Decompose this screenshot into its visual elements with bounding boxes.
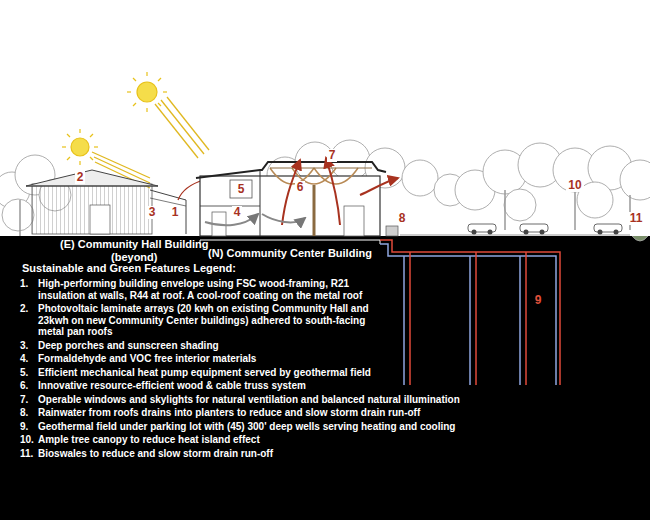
geothermal-pipes [380,240,560,385]
legend-title: Sustainable and Green Features Legend: [22,262,236,274]
callout-number: 7 [327,149,338,162]
callout-number: 8 [397,212,408,225]
air-arrows [205,214,305,225]
legend-text: Deep porches and sunscreen shading [38,340,393,352]
legend-text: Bioswales to reduce and slow storm drain… [38,448,628,460]
callout-number: 4 [232,206,243,219]
callout-number: 11 [628,212,645,225]
legend-text: Rainwater from roofs drains into planter… [38,407,628,419]
ventilation-arrows [282,158,398,225]
sun [62,72,167,165]
legend-text: Formaldehyde and VOC free interior mater… [38,353,393,365]
callout-number: 6 [295,181,306,194]
callout-number: 9 [533,294,544,307]
legend-text: High-performing building envelope using … [38,278,393,301]
legend-text: Ample tree canopy to reduce heat island … [38,434,628,446]
legend-number: 6. [20,380,28,392]
legend-number: 3. [20,340,28,352]
legend-text: Geothermal field under parking lot with … [38,421,628,433]
legend-text: Innovative resource-efficient wood & cab… [38,380,393,392]
callout-number: 1 [170,206,181,219]
legend-number: 11. [20,448,33,460]
community-center [196,162,398,236]
building-bracket [200,240,380,244]
legend-number: 1. [20,278,28,290]
building-label: (beyond) [111,251,157,263]
legend-number: 7. [20,394,28,406]
legend-number: 4. [20,353,28,365]
legend-number: 5. [20,367,28,379]
legend-number: 8. [20,407,28,419]
callout-number: 5 [236,183,247,196]
legend-text: Operable windows and skylights for natur… [38,394,628,406]
callout-number: 10 [566,179,583,192]
parking-lot [400,224,648,241]
callout-number: 2 [75,171,86,184]
legend-text: Efficient mechanical heat pump equipment… [38,367,393,379]
legend-number: 10. [20,434,34,446]
legend-number: 2. [20,303,28,315]
building-label: (E) Community Hall Building [60,238,209,250]
legend-text: Photovoltaic laminate arrays (20 kwh on … [38,303,393,338]
ground [0,236,650,520]
building-label: (N) Community Center Building [208,247,372,259]
community-hall [26,170,204,234]
callout-number: 3 [147,206,158,219]
legend-number: 9. [20,421,28,433]
